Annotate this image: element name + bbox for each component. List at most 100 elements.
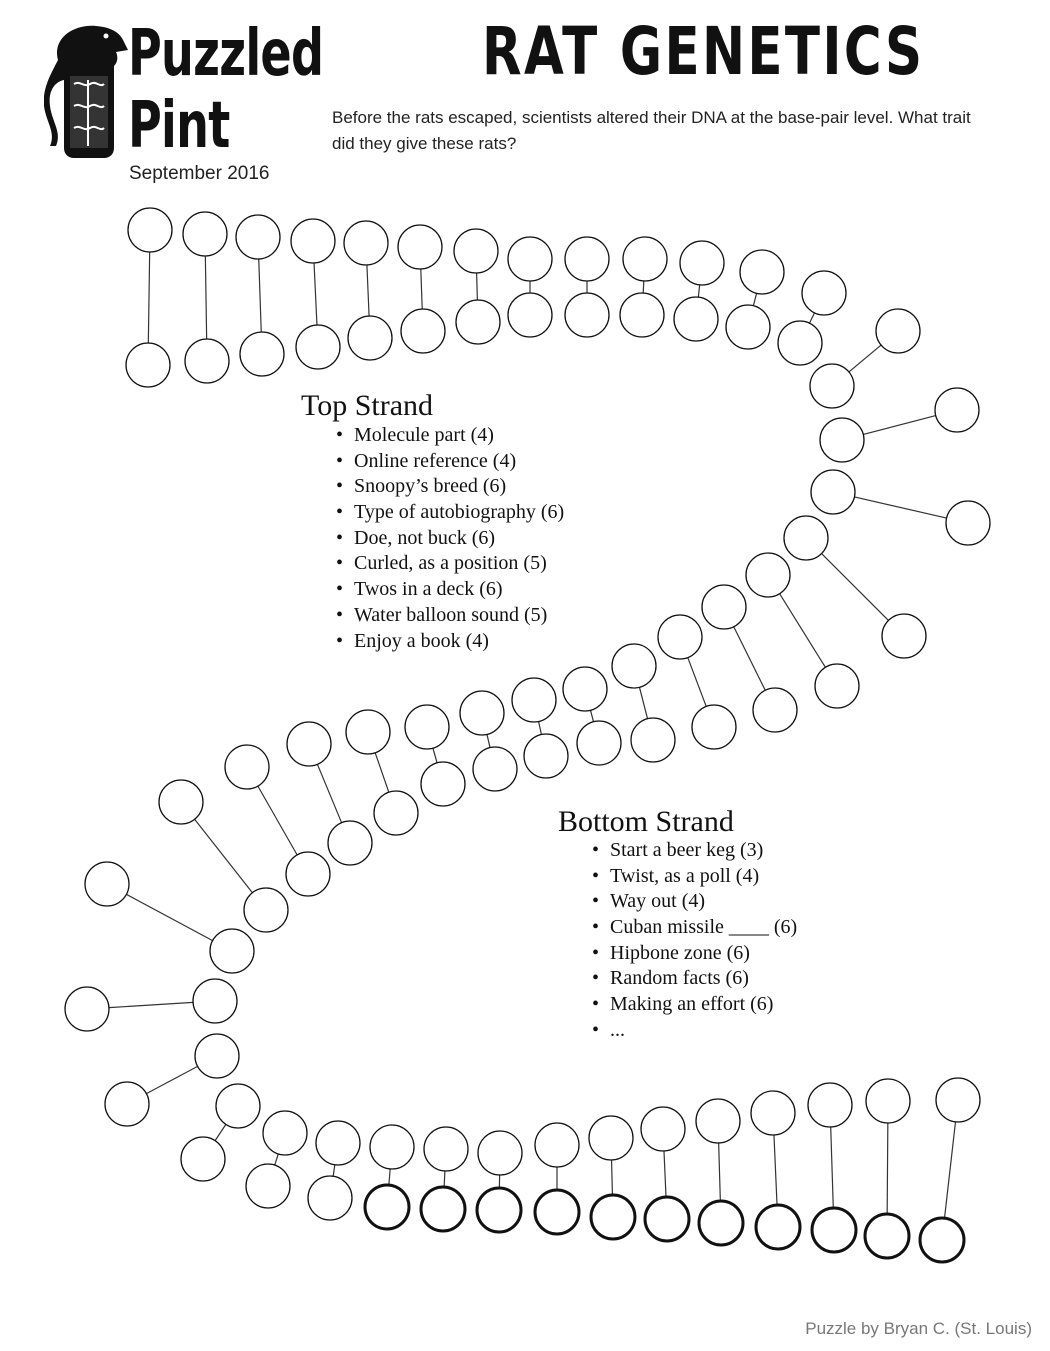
top-strand-base[interactable] [801, 270, 847, 316]
bottom-strand-base[interactable] [562, 666, 608, 712]
top-strand-base[interactable] [695, 1098, 741, 1144]
bottom-strand-base[interactable] [810, 469, 856, 515]
bottom-strand-base[interactable] [286, 721, 332, 767]
top-strand-base[interactable] [630, 717, 676, 763]
base-pair [564, 236, 610, 338]
top-strand-base[interactable] [285, 851, 331, 897]
top-strand-base[interactable] [935, 1077, 981, 1123]
top-strand-base[interactable] [523, 733, 569, 779]
bottom-strand-base[interactable] [158, 779, 204, 825]
bottom-strand-base[interactable] [564, 292, 610, 338]
top-strand-base[interactable] [865, 1078, 911, 1124]
bottom-strand-base-answer[interactable] [475, 1186, 523, 1234]
base-pair-bond [642, 280, 645, 294]
bottom-strand-base[interactable] [809, 363, 855, 409]
top-strand-base[interactable] [807, 1082, 853, 1128]
base-pair [453, 228, 501, 345]
top-strand-base[interactable] [814, 663, 860, 709]
top-strand-base[interactable] [534, 1122, 580, 1168]
top-strand-base[interactable] [373, 790, 419, 836]
top-strand-base[interactable] [881, 613, 927, 659]
top-strand-base[interactable] [369, 1124, 415, 1170]
base-pair-bond [374, 752, 390, 793]
bottom-strand-base-answer[interactable] [419, 1185, 467, 1233]
top-strand-base[interactable] [679, 240, 725, 286]
bottom-strand-base[interactable] [725, 304, 771, 350]
top-strand-base[interactable] [315, 1120, 361, 1166]
bottom-strand-base-answer[interactable] [810, 1206, 858, 1254]
top-strand-base[interactable] [691, 704, 737, 750]
top-strand-base[interactable] [453, 228, 499, 274]
top-strand-base[interactable] [945, 500, 991, 546]
bottom-strand-base[interactable] [455, 299, 501, 345]
top-strand-base[interactable] [182, 211, 228, 257]
bottom-strand-base-answer[interactable] [754, 1203, 802, 1251]
top-strand-base[interactable] [564, 236, 610, 282]
bottom-strand-base[interactable] [400, 308, 446, 354]
top-strand-base[interactable] [588, 1115, 634, 1161]
bottom-strand-base[interactable] [345, 709, 391, 755]
bottom-strand-base[interactable] [104, 1081, 150, 1127]
bottom-strand-base-answer[interactable] [533, 1188, 581, 1236]
top-strand-base[interactable] [640, 1106, 686, 1152]
top-strand-base[interactable] [343, 220, 389, 266]
top-strand-base[interactable] [262, 1110, 308, 1156]
top-strand-base[interactable] [243, 887, 289, 933]
bottom-strand-base[interactable] [84, 861, 130, 907]
top-strand-base[interactable] [739, 249, 785, 295]
top-strand-base[interactable] [576, 720, 622, 766]
top-strand-base[interactable] [209, 928, 255, 974]
bottom-strand-base[interactable] [673, 296, 719, 342]
bottom-strand-base[interactable] [511, 677, 557, 723]
bottom-strand-base[interactable] [619, 292, 665, 338]
top-strand-base[interactable] [752, 687, 798, 733]
base-pair [777, 270, 847, 366]
bottom-strand-base-answer[interactable] [589, 1193, 637, 1241]
bottom-strand-base[interactable] [404, 704, 450, 750]
bottom-strand-base-answer[interactable] [918, 1216, 966, 1264]
top-strand-base[interactable] [192, 978, 238, 1024]
bottom-strand-base[interactable] [184, 338, 230, 384]
bottom-strand-base[interactable] [295, 324, 341, 370]
bottom-strand-base[interactable] [783, 515, 829, 561]
top-strand-base[interactable] [420, 761, 466, 807]
bottom-strand-base[interactable] [657, 614, 703, 660]
bottom-strand-base[interactable] [777, 320, 823, 366]
bottom-strand-base[interactable] [239, 331, 285, 377]
bottom-strand-base[interactable] [224, 744, 270, 790]
bottom-strand-base[interactable] [701, 584, 747, 630]
bottom-strand-base[interactable] [307, 1175, 353, 1221]
base-pair-bond [366, 264, 370, 317]
top-strand-base[interactable] [622, 236, 668, 282]
top-strand-base[interactable] [472, 746, 518, 792]
top-strand-base[interactable] [750, 1090, 796, 1136]
bottom-strand-base[interactable] [819, 417, 865, 463]
top-strand-base[interactable] [290, 218, 336, 264]
bottom-strand-base[interactable] [507, 292, 553, 338]
bottom-strand-base[interactable] [347, 315, 393, 361]
bottom-strand-base[interactable] [125, 342, 171, 388]
top-strand-base[interactable] [934, 387, 980, 433]
bottom-strand-base[interactable] [245, 1163, 291, 1209]
top-strand-base[interactable] [235, 214, 281, 260]
bottom-strand-base-answer[interactable] [697, 1199, 745, 1247]
top-strand-base[interactable] [477, 1130, 523, 1176]
top-strand-base[interactable] [875, 308, 921, 354]
base-pair [397, 224, 446, 354]
bottom-strand-base-answer[interactable] [643, 1195, 691, 1243]
base-pair-bond [943, 1121, 957, 1219]
bottom-strand-base[interactable] [180, 1136, 226, 1182]
bottom-strand-base-answer[interactable] [863, 1212, 911, 1260]
bottom-strand-base[interactable] [64, 986, 110, 1032]
top-strand-base[interactable] [127, 207, 173, 253]
top-strand-base[interactable] [327, 820, 373, 866]
top-strand-base[interactable] [423, 1126, 469, 1172]
bottom-strand-base[interactable] [459, 690, 505, 736]
bottom-strand-base[interactable] [611, 643, 657, 689]
top-strand-base[interactable] [507, 236, 553, 282]
bottom-strand-base-answer[interactable] [363, 1183, 411, 1231]
top-strand-base[interactable] [194, 1033, 240, 1079]
top-strand-base[interactable] [397, 224, 443, 270]
top-strand-base[interactable] [215, 1083, 261, 1129]
bottom-strand-base[interactable] [745, 552, 791, 598]
